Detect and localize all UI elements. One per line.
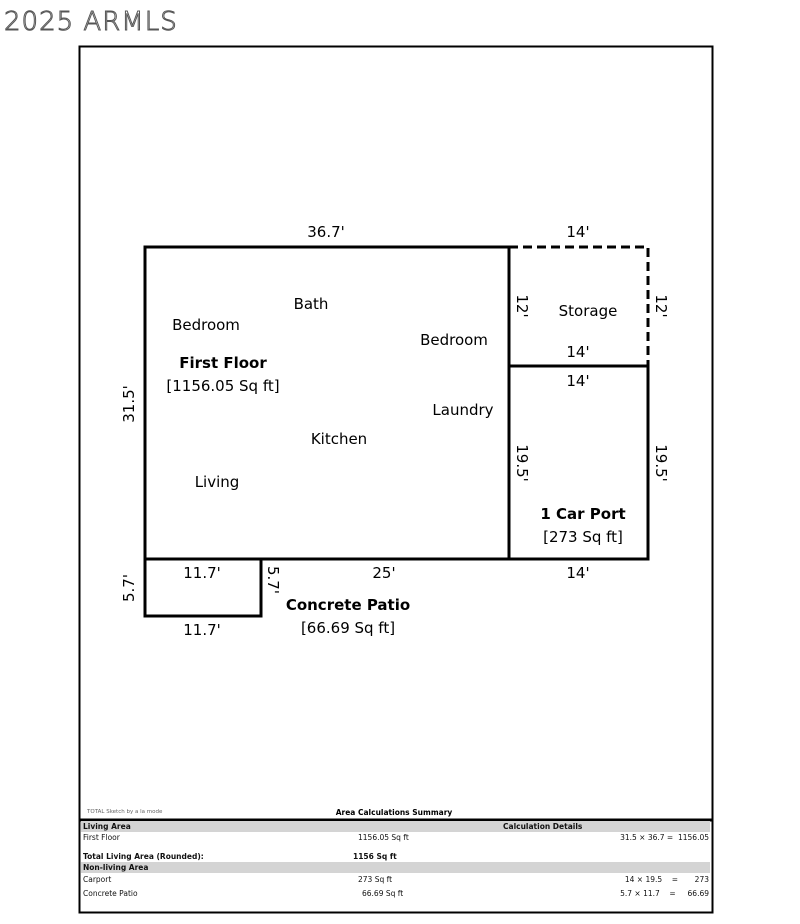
dim-carport-left: 19.5': [513, 444, 531, 482]
carport-area: [273 Sq ft]: [543, 528, 623, 546]
room-bath: Bath: [294, 295, 329, 313]
row-area: 66.69 Sq ft: [362, 889, 404, 898]
row-calc: 5.7 × 11.7 = 66.69: [620, 889, 709, 898]
dim-patio-right: 5.7': [264, 566, 282, 594]
dim-storage-bottom: 14': [566, 343, 589, 361]
page-frame: [78, 45, 714, 914]
table-row: Carport 273 Sq ft 14 × 19.5 = 273: [81, 873, 710, 887]
storage-dashed-outline: [509, 245, 650, 366]
table-row: First Floor 1156.05 Sq ft 31.5 × 36.7 = …: [81, 832, 710, 843]
dim-left: 31.5': [120, 385, 138, 423]
row-area: 1156.05 Sq ft: [358, 833, 409, 842]
nonliving-header-row: Non-living Area: [81, 862, 710, 873]
dim-carport-right: 19.5': [652, 444, 670, 482]
total-row: Total Living Area (Rounded): 1156 Sq ft: [81, 851, 710, 862]
room-kitchen: Kitchen: [311, 430, 367, 448]
patio-outline: [143, 559, 263, 618]
summary-title: Area Calculations Summary: [336, 808, 453, 817]
watermark: 2025 ARMLS: [4, 7, 178, 38]
row-calc: 14 × 19.5 = 273: [624, 875, 709, 884]
room-bedroom-2: Bedroom: [420, 331, 488, 349]
room-bedroom: Bedroom: [172, 316, 240, 334]
row-label: First Floor: [83, 833, 120, 842]
dim-patio-top: 11.7': [183, 564, 221, 582]
row-label: Concrete Patio: [83, 889, 138, 898]
row-area: 273 Sq ft: [358, 875, 393, 884]
carport-title: 1 Car Port: [540, 505, 625, 523]
living-header-row: Living Area Calculation Details: [81, 821, 710, 832]
dim-top: 36.7': [307, 223, 345, 241]
dim-patio-left: 5.7': [120, 574, 138, 602]
table-row: Concrete Patio 66.69 Sq ft 5.7 × 11.7 = …: [81, 887, 710, 901]
first-floor-title: First Floor: [179, 354, 267, 372]
dim-storage-right: 12': [652, 294, 670, 317]
total-label: Total Living Area (Rounded):: [83, 852, 204, 861]
row-label: Carport: [83, 875, 112, 884]
carport-outline: [509, 364, 650, 561]
dim-patio-bottom: 11.7': [183, 621, 221, 639]
first-floor-area: [1156.05 Sq ft]: [166, 377, 279, 395]
area-summary-table: Living Area Calculation Details First Fl…: [81, 821, 710, 901]
living-header: Living Area: [83, 822, 131, 831]
nonliving-header: Non-living Area: [83, 863, 149, 872]
patio-title: Concrete Patio: [286, 596, 410, 614]
room-laundry: Laundry: [432, 401, 493, 419]
row-calc: 31.5 × 36.7 = 1156.05: [620, 833, 709, 842]
dim-storage-left: 12': [513, 294, 531, 317]
dim-carport-bottom: 14': [566, 564, 589, 582]
patio-area: [66.69 Sq ft]: [301, 619, 395, 637]
first-floor-outline: [143, 245, 511, 561]
details-header: Calculation Details: [503, 822, 583, 831]
dim-bottom: 25': [372, 564, 395, 582]
room-living: Living: [195, 473, 240, 491]
dim-carport-top: 14': [566, 372, 589, 390]
credit: TOTAL Sketch by a la mode: [86, 809, 163, 815]
dim-storage-top: 14': [566, 223, 589, 241]
total-area: 1156 Sq ft: [353, 852, 397, 861]
room-storage: Storage: [559, 302, 618, 320]
